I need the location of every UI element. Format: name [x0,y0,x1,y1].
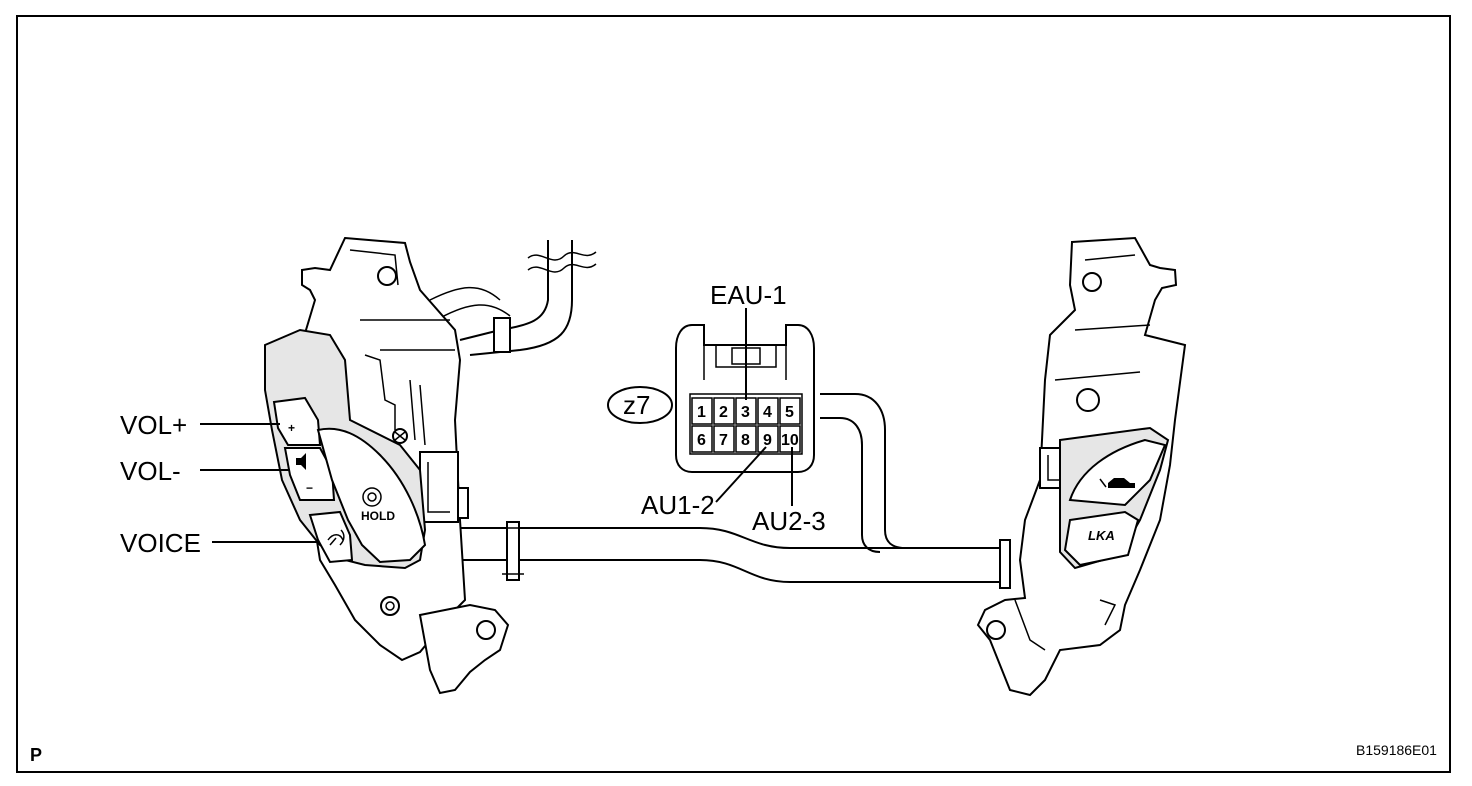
terminal-eau-1-label: EAU-1 [710,280,787,310]
vol-plus-label: VOL+ [120,410,187,440]
lka-label: LKA [1088,528,1115,543]
terminal-au2-3-label: AU2-3 [752,506,826,536]
voice-label: VOICE [120,528,201,558]
wire-harness [429,240,1011,589]
pin-4: 4 [763,404,772,421]
wire-break-icon [527,251,597,273]
corner-letter: P [30,745,42,765]
pin-6: 6 [697,432,706,449]
hold-label: HOLD [361,509,395,523]
pin-9: 9 [763,432,772,449]
pin-8: 8 [741,432,750,449]
connector-id-oval [607,386,673,424]
hold-icon [362,487,382,507]
left-steering-pad-switch: + − HOLD [264,236,510,695]
connector-id: z7 [623,390,650,420]
figure-border [16,15,1451,773]
lka-car-icon [1099,478,1135,488]
vol-minus-symbol: − [306,481,313,495]
vol-minus-label: VOL- [120,456,181,486]
vol-plus-symbol: + [288,421,295,435]
pin-7: 7 [719,432,728,449]
pin-10: 10 [781,432,799,449]
pin-5: 5 [785,404,794,421]
right-steering-pad-switch: LKA [976,236,1187,697]
pin-grid: 1 2 3 4 5 6 7 8 9 10 [691,397,801,453]
pin-2: 2 [719,404,728,421]
voice-icon [327,529,345,546]
pin-1: 1 [697,404,706,421]
figure-code: B159186E01 [1356,742,1437,758]
speaker-icon [296,453,306,470]
pin-3: 3 [741,404,750,421]
terminal-au1-2-label: AU1-2 [641,490,715,520]
